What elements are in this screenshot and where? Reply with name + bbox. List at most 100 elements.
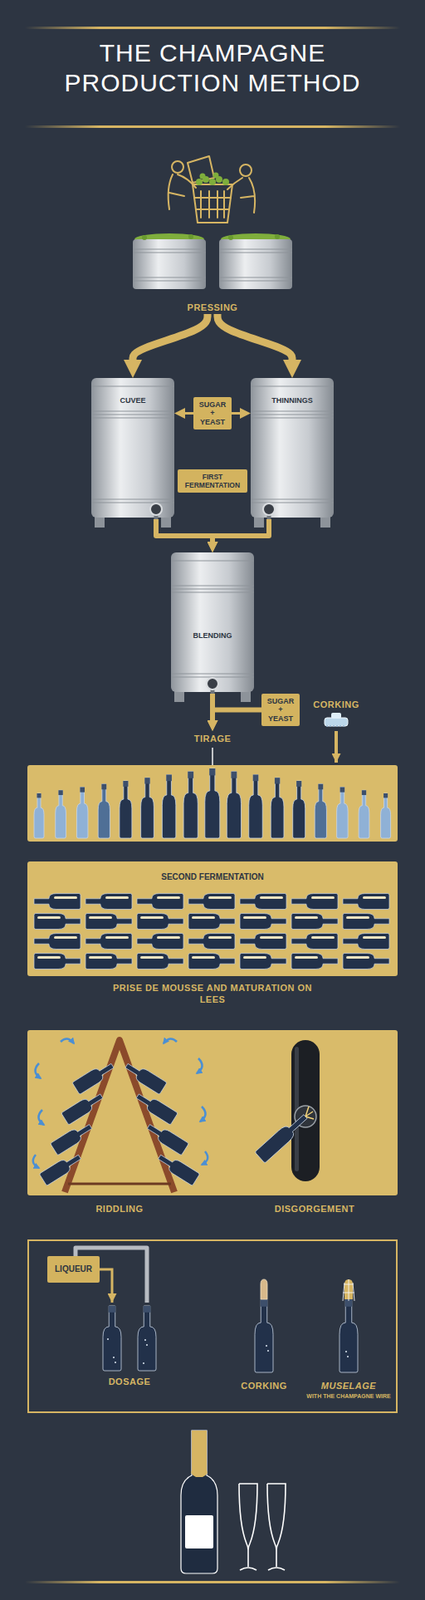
illustration-part — [39, 1149, 84, 1185]
finishing-panel: DOSAGECORKINGMUSELAGEWITH THE CHAMPAGNE … — [27, 1238, 398, 1412]
illustration-part — [291, 952, 338, 969]
node-label: WITH THE CHAMPAGNE WIRE — [294, 1392, 403, 1398]
input-box: SUGAR + YEAST — [261, 693, 300, 726]
illustration-part — [239, 952, 287, 969]
illustration-part — [250, 377, 334, 518]
illustration-part — [133, 1089, 178, 1124]
illustration-part — [79, 786, 85, 792]
illustration-part — [163, 1037, 177, 1043]
illustration-part — [58, 789, 63, 795]
illustration-part — [239, 952, 287, 969]
illustration-part — [211, 747, 214, 765]
illustration-part — [339, 1298, 358, 1372]
illustration-part — [228, 234, 234, 240]
illustration-part — [140, 955, 164, 958]
illustration-part — [24, 26, 401, 30]
illustration-part — [144, 1119, 189, 1155]
node-label: FIRST FERMENTATION — [181, 472, 244, 489]
illustration-part — [188, 913, 235, 929]
illustration-part — [50, 1119, 95, 1155]
illustration-part — [168, 156, 255, 223]
flow-arrow — [132, 313, 208, 360]
illustration-part — [239, 893, 287, 909]
illustration-part — [170, 560, 255, 677]
illustration-part — [37, 955, 61, 958]
illustration-part — [362, 935, 386, 938]
illustration-part — [144, 776, 150, 783]
illustration-part — [34, 1062, 41, 1078]
illustration-part — [99, 1268, 113, 1302]
illustration-part — [254, 1298, 274, 1372]
illustration-part — [239, 913, 287, 929]
illustration-part — [161, 515, 171, 528]
illustration-part — [324, 717, 348, 726]
illustration-part — [136, 913, 184, 929]
illustration-part — [72, 1059, 117, 1095]
illustration-part — [185, 1514, 214, 1548]
illustration-part — [331, 712, 342, 719]
illustration-part — [85, 933, 132, 949]
illustration-part — [188, 952, 235, 969]
illustration-part — [314, 783, 327, 838]
illustration-part — [260, 1278, 268, 1299]
illustration-part — [239, 893, 287, 909]
illustration-part — [144, 1119, 189, 1155]
illustration-part — [101, 783, 107, 790]
illustration-part — [183, 771, 198, 838]
illustration-part — [205, 767, 220, 838]
illustration-part — [122, 1059, 167, 1095]
illustration-part — [187, 771, 194, 778]
illustration-part — [222, 178, 230, 186]
illustration-part — [102, 1304, 122, 1370]
illustration-part — [194, 190, 231, 218]
illustration-part — [192, 184, 233, 223]
illustration-part — [140, 915, 164, 919]
illustration-part — [250, 385, 334, 503]
illustration-part — [105, 935, 129, 938]
illustration-part — [85, 893, 132, 909]
illustration-part — [294, 915, 318, 919]
illustration-part — [141, 234, 147, 240]
illustration-part — [213, 172, 220, 179]
node-label: RIDDLING — [61, 1202, 178, 1215]
illustration-part — [27, 860, 398, 976]
node-label: PRESSING — [124, 302, 301, 314]
illustration-part — [34, 893, 81, 909]
illustration-part — [180, 1429, 218, 1573]
illustration-part — [311, 895, 335, 899]
illustration-part — [119, 780, 132, 838]
illustration-part — [342, 952, 390, 969]
illustration-part — [27, 764, 398, 841]
illustration-part — [381, 792, 391, 838]
illustration-part — [190, 1429, 208, 1476]
illustration-part — [195, 178, 203, 186]
illustration-part — [293, 780, 306, 838]
illustration-part — [191, 915, 215, 919]
illustration-part — [239, 933, 287, 949]
illustration-part — [114, 1360, 117, 1363]
illustration-part — [188, 952, 235, 969]
illustration-part — [243, 915, 267, 919]
illustration-part — [53, 895, 78, 899]
illustration-part — [219, 249, 293, 281]
illustration-part — [342, 933, 390, 949]
illustration-part — [274, 234, 280, 240]
illustration-part — [136, 913, 184, 929]
illustration-part — [249, 774, 264, 839]
illustration-part — [188, 913, 235, 929]
illustration-part — [206, 677, 219, 689]
illustration-part — [61, 1089, 106, 1124]
illustration-part — [136, 933, 184, 949]
illustration-part — [263, 503, 275, 515]
riddling-band: RIDDLINGDISGORGEMENT — [27, 1029, 398, 1217]
illustration-part — [320, 515, 331, 528]
node-label: THINNINGS — [250, 395, 334, 405]
illustration-part — [334, 730, 338, 763]
illustration-part — [34, 792, 44, 838]
illustration-part — [270, 776, 284, 838]
step-label: CORKING — [311, 698, 362, 711]
illustration-part — [324, 712, 348, 763]
illustration-part — [239, 164, 252, 176]
illustration-part — [166, 774, 172, 782]
